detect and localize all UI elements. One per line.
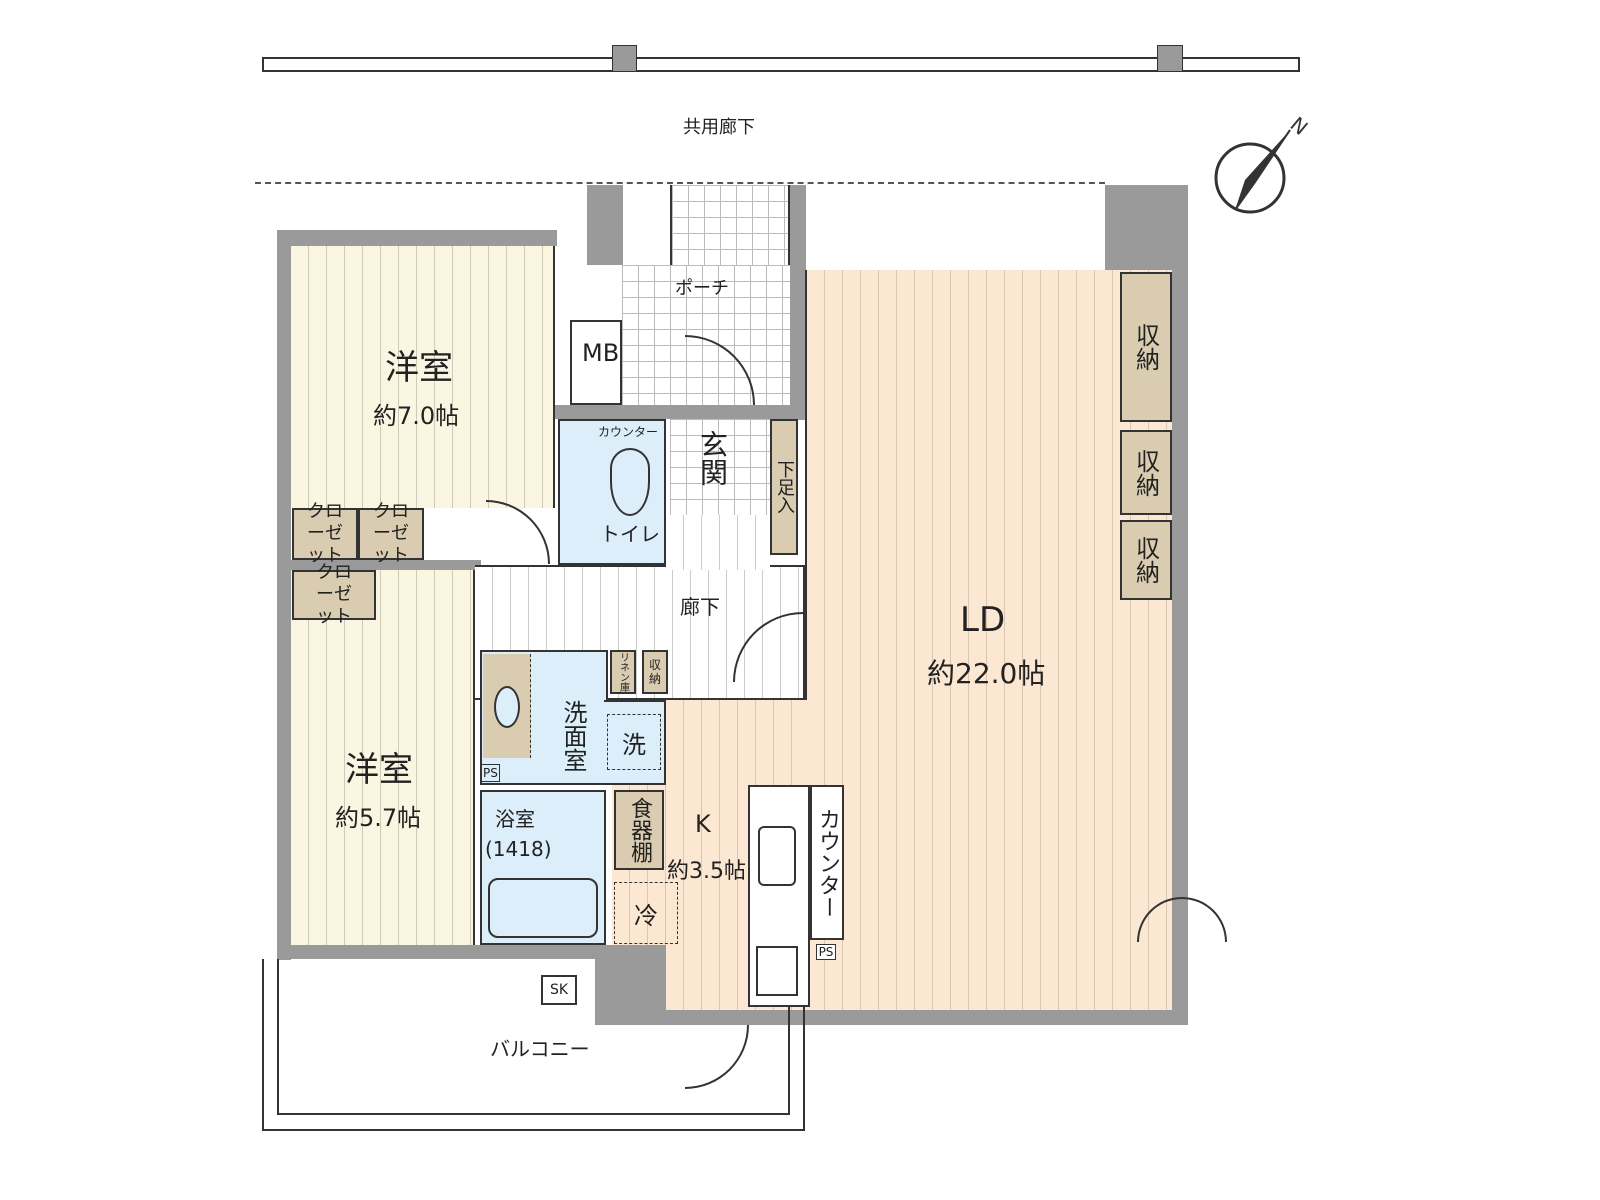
porch-entry bbox=[670, 185, 790, 265]
wall bbox=[587, 185, 623, 265]
sink-icon bbox=[494, 686, 520, 728]
linen-closet[interactable]: リネン庫 bbox=[610, 650, 636, 694]
toilet-label: トイレ bbox=[600, 522, 660, 546]
service-sink: SK bbox=[541, 975, 577, 1005]
fridge-space: 冷 bbox=[614, 882, 678, 944]
kitchen-label: K bbox=[695, 810, 711, 838]
wall bbox=[555, 405, 805, 419]
compass-label: N bbox=[1286, 112, 1313, 140]
corridor-boundary bbox=[255, 182, 1105, 184]
corridor-railing bbox=[262, 57, 1300, 72]
western-room-1 bbox=[291, 246, 555, 508]
closet[interactable]: クローゼット bbox=[292, 562, 376, 627]
balcony-label: バルコニー bbox=[490, 1037, 590, 1061]
porch bbox=[622, 265, 790, 405]
bath-size: (1418) bbox=[485, 837, 552, 861]
entrance bbox=[670, 419, 770, 515]
bathroom bbox=[480, 790, 606, 945]
door-swing[interactable] bbox=[486, 500, 550, 564]
shoe-cabinet[interactable]: 下足入 bbox=[770, 419, 798, 555]
corridor-label: 共用廊下 bbox=[683, 117, 755, 138]
north-arrow-icon: N bbox=[1214, 112, 1313, 214]
wall bbox=[277, 230, 557, 246]
room-size: 約7.0帖 bbox=[373, 402, 460, 430]
ps-label: PS bbox=[481, 764, 500, 782]
wall bbox=[1105, 185, 1188, 270]
kitchen-ps-label: PS bbox=[816, 944, 836, 960]
washroom-label: 洗面室 bbox=[559, 700, 587, 772]
mb-box bbox=[570, 320, 622, 405]
balcony-inner bbox=[277, 959, 790, 1115]
ld-storage[interactable]: 収納 bbox=[1120, 272, 1172, 422]
closet[interactable]: クローゼット bbox=[292, 501, 358, 566]
ld-label: LD bbox=[960, 600, 1006, 640]
toilet-bowl-icon bbox=[610, 448, 650, 516]
kitchen-size: 約3.5帖 bbox=[667, 859, 746, 884]
wall bbox=[595, 945, 680, 1025]
hallway-storage[interactable]: 収納 bbox=[642, 650, 668, 694]
balcony bbox=[262, 959, 805, 1131]
room-name: 洋室 bbox=[385, 348, 453, 388]
room-size: 約5.7帖 bbox=[335, 804, 422, 832]
bath-label: 浴室 bbox=[495, 807, 535, 831]
bathtub-icon bbox=[488, 878, 598, 938]
railing-post bbox=[1157, 45, 1183, 72]
stove-icon bbox=[756, 946, 798, 996]
counter-bar: カウンター bbox=[810, 785, 844, 940]
mb-label: MB bbox=[582, 339, 620, 367]
living-dining bbox=[805, 270, 1172, 1010]
wall bbox=[277, 230, 291, 960]
western-room-2 bbox=[291, 570, 475, 945]
hallway-label: 廊下 bbox=[680, 595, 720, 619]
closet[interactable]: クローゼット bbox=[358, 501, 424, 566]
washer-space: 洗 bbox=[607, 714, 661, 770]
wall bbox=[680, 1010, 1180, 1025]
kitchen-counter bbox=[748, 785, 810, 1007]
toilet-counter: カウンター bbox=[598, 425, 659, 439]
ld-size: 約22.0帖 bbox=[927, 657, 1046, 690]
wall bbox=[1172, 270, 1188, 1025]
wall bbox=[277, 945, 597, 959]
entrance-label: 玄関 bbox=[696, 430, 729, 486]
ld-storage[interactable]: 収納 bbox=[1120, 430, 1172, 515]
wall bbox=[291, 560, 481, 570]
railing-post bbox=[612, 45, 637, 72]
kitchen-sink-icon bbox=[758, 826, 796, 886]
cupboard[interactable]: 食器棚 bbox=[614, 790, 664, 870]
hallway bbox=[666, 515, 770, 570]
ld-storage[interactable]: 収納 bbox=[1120, 520, 1172, 600]
room-name: 洋室 bbox=[345, 750, 413, 790]
wall bbox=[790, 185, 806, 420]
porch-label: ポーチ bbox=[675, 278, 729, 299]
